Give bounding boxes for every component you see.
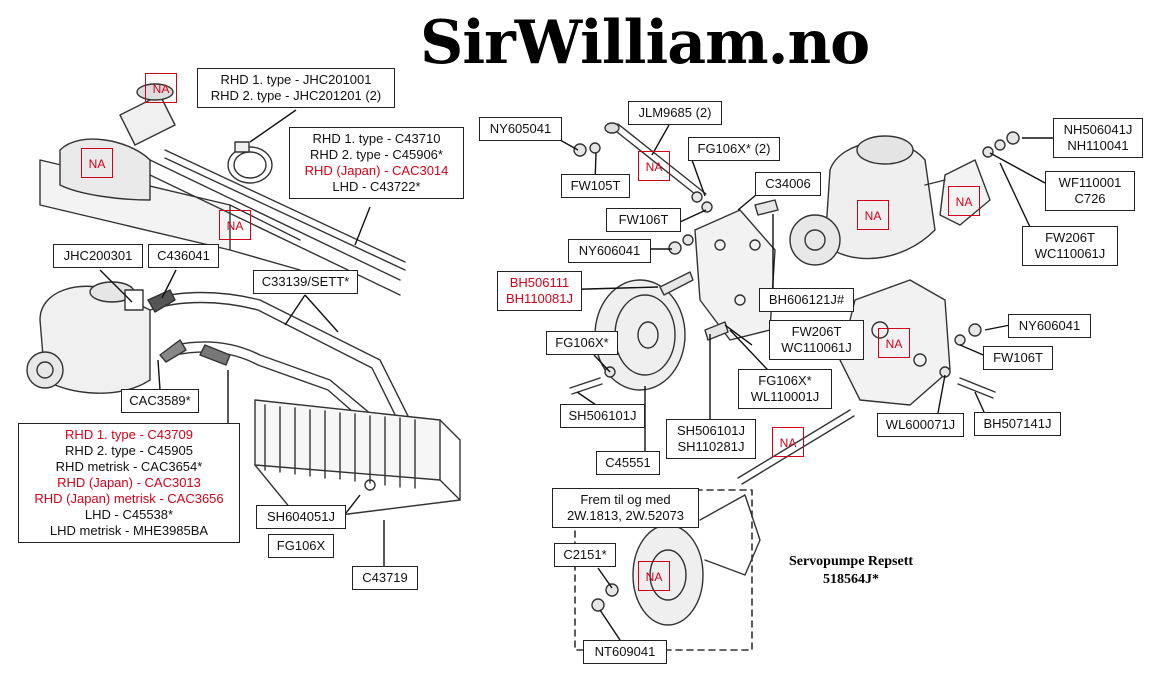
label-bh507141j: BH507141J	[974, 412, 1061, 436]
na-marker: NA	[145, 73, 177, 103]
label-c33139: C33139/SETT*	[253, 270, 358, 294]
label-bh606121j: BH606121J#	[759, 288, 854, 312]
long-bolt-drawing	[604, 122, 855, 485]
label-jhc200301: JHC200301	[53, 244, 143, 268]
label-c43709: RHD 1. type - C43709 RHD 2. type - C4590…	[18, 423, 240, 543]
label-fw206t-a: FW206T WC110061J	[769, 320, 864, 360]
pulley-drawing	[594, 279, 686, 391]
fasteners-drawing	[569, 131, 1020, 612]
na-marker: NA	[219, 210, 251, 240]
label-fw106t-a: FW106T	[606, 208, 681, 232]
inset-dashed-box	[574, 489, 753, 651]
label-fg106x-left: FG106X	[268, 534, 334, 558]
repair-kit-caption: Servopumpe Repsett 518564J*	[776, 553, 926, 589]
leader-lines	[99, 109, 1053, 641]
label-nt609041: NT609041	[583, 640, 667, 664]
label-cac3589: CAC3589*	[121, 389, 199, 413]
na-marker: NA	[948, 186, 980, 216]
label-c34006: C34006	[755, 172, 821, 196]
label-sh604051j: SH604051J	[256, 505, 346, 529]
repair-kit-title: Servopumpe Repsett	[788, 554, 914, 569]
label-sh506101j-b: SH506101J SH110281J	[666, 419, 756, 459]
na-marker: NA	[638, 151, 670, 181]
label-c45551: C45551	[596, 451, 660, 475]
label-wf110001: WF110001 C726	[1045, 171, 1135, 211]
label-sh506101j-a: SH506101J	[560, 404, 645, 428]
label-jlm9685: JLM9685 (2)	[628, 101, 722, 125]
lower-bracket-drawing	[839, 279, 951, 406]
label-fw105t: FW105T	[561, 174, 630, 198]
mounting-bracket-drawing	[694, 209, 776, 341]
label-c43710: RHD 1. type - C43710 RHD 2. type - C4590…	[289, 127, 464, 199]
label-fg106x-2: FG106X* (2)	[688, 137, 780, 161]
na-marker: NA	[638, 561, 670, 591]
oil-cooler-drawing	[254, 399, 461, 521]
hose-clamp-drawing	[227, 141, 273, 184]
na-marker: NA	[857, 200, 889, 230]
na-marker: NA	[878, 328, 910, 358]
label-frem-til-og-med: Frem til og med 2W.1813, 2W.52073	[552, 488, 699, 528]
repair-kit-part-number: 518564J*	[823, 572, 879, 587]
label-fw106t-b: FW106T	[983, 346, 1053, 370]
label-fg106x-3: FG106X*	[546, 331, 618, 355]
label-fg106x-4: FG106X* WL110001J	[738, 369, 832, 409]
na-marker: NA	[772, 427, 804, 457]
label-ny605041: NY605041	[479, 117, 562, 141]
label-bh506111: BH506111 BH110081J	[497, 271, 582, 311]
site-title: SirWilliam.no	[420, 8, 870, 78]
label-fw206t-b: FW206T WC110061J	[1022, 226, 1118, 266]
label-ny606041-b: NY606041	[1008, 314, 1091, 338]
na-marker: NA	[81, 148, 113, 178]
label-ny606041-a: NY606041	[568, 239, 651, 263]
label-nh506041j: NH506041J NH110041	[1053, 118, 1143, 158]
label-wl600071j: WL600071J	[877, 413, 964, 437]
label-c2151: C2151*	[554, 543, 616, 567]
label-c43719: C43719	[352, 566, 418, 590]
label-c436041: C436041	[148, 244, 219, 268]
label-jhc201001: RHD 1. type - JHC201001 RHD 2. type - JH…	[197, 68, 395, 108]
steering-rack-drawing	[39, 83, 406, 296]
